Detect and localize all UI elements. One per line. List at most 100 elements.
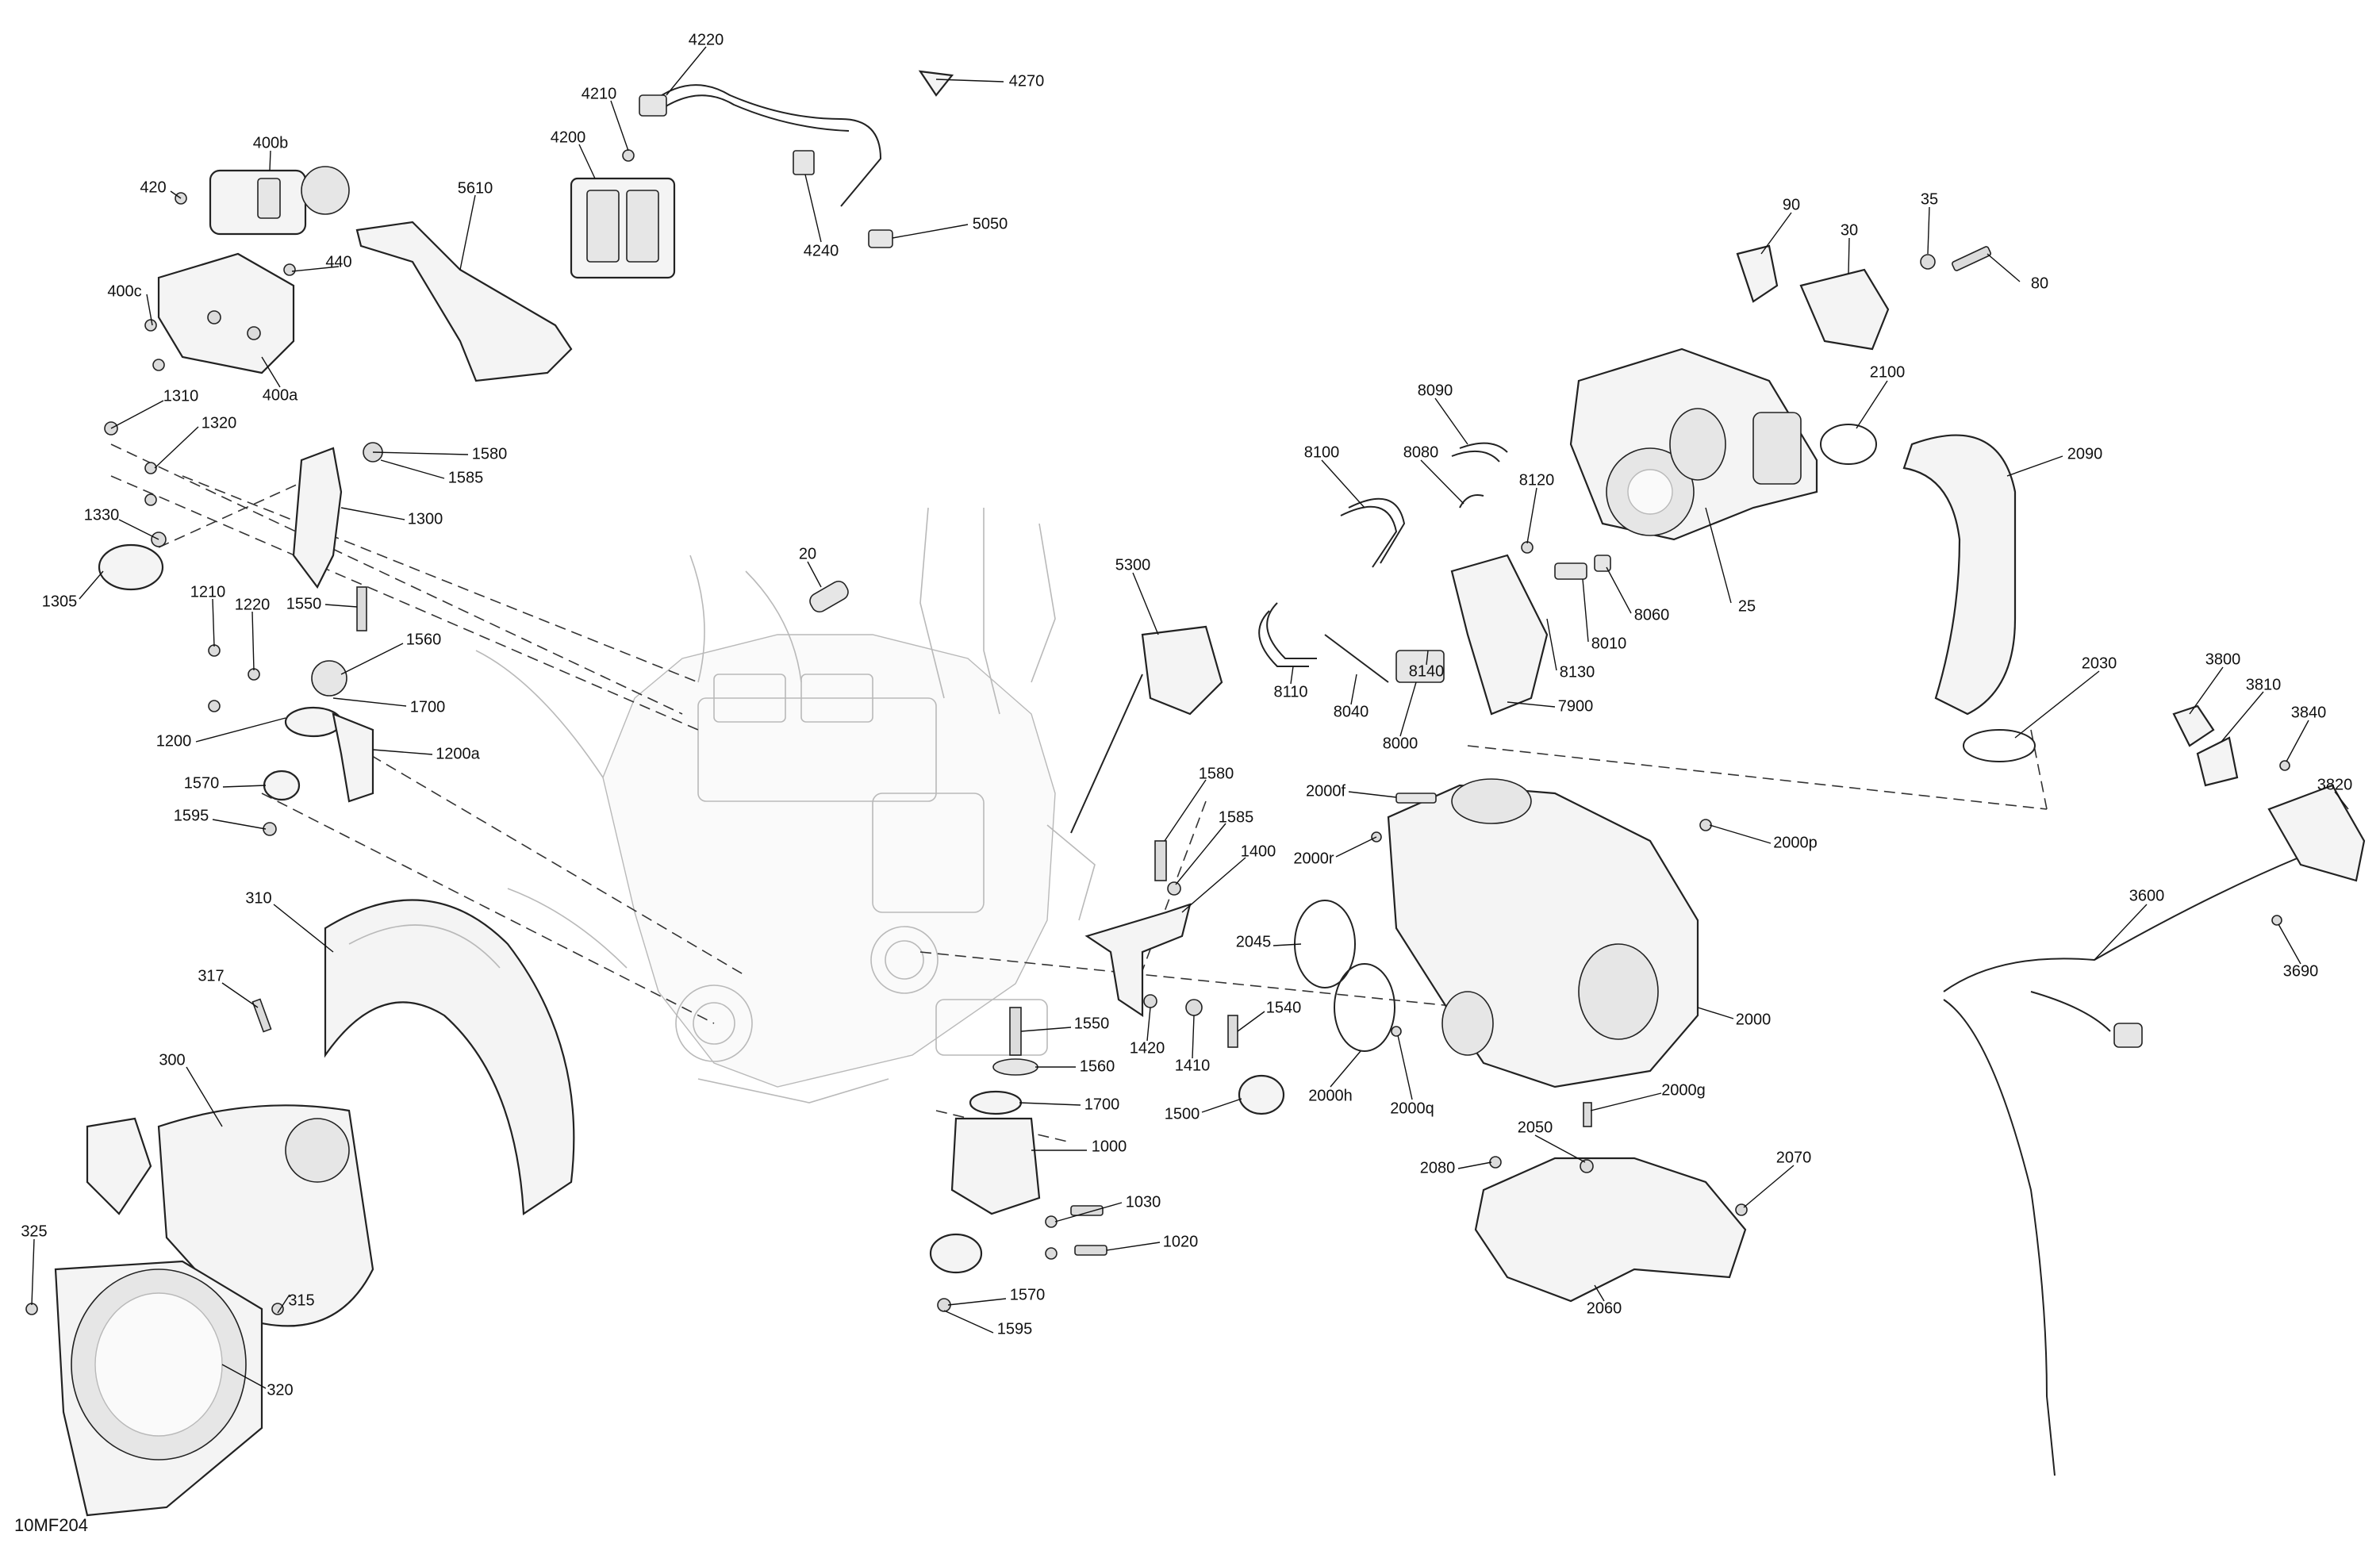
cover-300 (86, 1104, 374, 1327)
part-callout-4210: 4210 (582, 85, 617, 102)
part-callout-400c: 400c (107, 282, 141, 300)
part-callout-2080: 2080 (1420, 1159, 1456, 1176)
mount-1000 (929, 1007, 1107, 1312)
bracket-30-90 (1736, 244, 1992, 351)
part-callout-1020: 1020 (1163, 1233, 1199, 1250)
part-callout-1220: 1220 (235, 596, 271, 613)
part-callout-440: 440 (325, 253, 351, 271)
part-callout-3690: 3690 (2283, 962, 2319, 980)
part-callout-317: 317 (198, 967, 224, 985)
harness-4220 (639, 70, 954, 207)
filter-5300 (1070, 625, 1223, 834)
part-callout-4220: 4220 (689, 31, 724, 48)
part-callout-3840: 3840 (2291, 704, 2327, 721)
sleeve-20 (809, 580, 849, 613)
harness-3600 (1943, 704, 2366, 1476)
part-callout-2000: 2000 (1736, 1011, 1772, 1028)
part-callout-8110: 8110 (1273, 683, 1307, 700)
part-callout-420: 420 (140, 178, 166, 196)
part-callout-4200: 4200 (551, 129, 586, 146)
part-callout-30: 30 (1841, 221, 1858, 239)
part-callout-1305: 1305 (42, 593, 78, 610)
ecm-4200 (570, 149, 676, 279)
part-callout-8090: 8090 (1418, 382, 1453, 399)
clamp-2045 (1294, 900, 1395, 1052)
part-callout-7900: 7900 (1558, 697, 1594, 715)
bracket-400a (157, 252, 295, 374)
part-callout-3820: 3820 (2317, 776, 2353, 793)
connector-4240 (793, 150, 815, 175)
part-callout-1570: 1570 (1010, 1286, 1046, 1303)
part-callout-1200: 1200 (156, 732, 192, 750)
part-callout-2030: 2030 (2082, 654, 2117, 672)
part-callout-1500: 1500 (1165, 1105, 1200, 1123)
engine-ghost-outline (475, 507, 1096, 1104)
part-callout-5300: 5300 (1115, 556, 1151, 574)
part-callout-1210: 1210 (190, 583, 226, 601)
mount-1500 (1143, 994, 1285, 1115)
part-callout-3810: 3810 (2246, 676, 2282, 693)
cover-310 (324, 899, 575, 1215)
part-callout-1200a: 1200a (436, 745, 480, 762)
figure-reference-code: 10MF204 (14, 1515, 88, 1535)
part-callout-4270: 4270 (1009, 72, 1045, 90)
airbox-2000 (1371, 778, 1712, 1088)
part-callout-20: 20 (799, 545, 816, 562)
mount-1305 (98, 532, 167, 591)
part-callout-1595: 1595 (174, 807, 209, 824)
cover-320 (25, 998, 284, 1517)
part-callout-3600: 3600 (2129, 887, 2165, 904)
part-callout-1585: 1585 (1219, 808, 1254, 826)
turbo-25 (1569, 347, 1818, 541)
part-callout-1320: 1320 (202, 414, 237, 432)
leader-lines (31, 46, 2349, 1389)
part-callout-1560: 1560 (406, 631, 442, 648)
part-callout-1030: 1030 (1126, 1193, 1161, 1211)
mount-1400 (1084, 840, 1192, 1018)
part-callout-300: 300 (159, 1051, 185, 1069)
part-callout-8120: 8120 (1519, 471, 1555, 489)
part-callout-1410: 1410 (1175, 1057, 1211, 1074)
mount-1200 (208, 586, 374, 836)
part-callout-5050: 5050 (973, 215, 1008, 232)
part-callout-3800: 3800 (2205, 651, 2241, 668)
assembly-dashed-lines (110, 443, 2048, 1143)
part-callout-320: 320 (267, 1381, 293, 1399)
part-callout-1550: 1550 (1074, 1015, 1110, 1032)
hardware-400 (144, 192, 296, 371)
part-callout-1580: 1580 (1199, 765, 1234, 782)
part-callout-1595: 1595 (997, 1320, 1033, 1338)
part-callout-1570: 1570 (184, 774, 220, 792)
part-callout-1420: 1420 (1130, 1039, 1165, 1057)
part-callout-1300: 1300 (408, 510, 443, 528)
mount-1300 (104, 421, 383, 589)
part-callout-1550: 1550 (286, 595, 322, 612)
part-callout-1585: 1585 (448, 469, 484, 486)
part-callout-8140: 8140 (1409, 662, 1445, 680)
part-callout-2050: 2050 (1518, 1119, 1553, 1136)
part-callout-1310: 1310 (163, 387, 199, 405)
part-callout-1700: 1700 (410, 698, 446, 716)
part-callout-2070: 2070 (1776, 1149, 1812, 1166)
part-callout-2060: 2060 (1587, 1299, 1622, 1317)
part-callout-80: 80 (2031, 274, 2048, 292)
part-callout-2000p: 2000p (1773, 834, 1818, 851)
sensor-5050 (868, 229, 893, 248)
part-callout-1540: 1540 (1266, 999, 1302, 1016)
part-callout-310: 310 (245, 889, 271, 907)
part-callout-2000h: 2000h (1308, 1087, 1353, 1104)
actuator-400b (209, 166, 350, 236)
part-callout-2000q: 2000q (1390, 1100, 1434, 1117)
part-callout-400b: 400b (253, 134, 289, 152)
bracket-5610 (355, 221, 573, 382)
part-callout-2090: 2090 (2067, 445, 2103, 463)
bracket-2060 (1474, 1102, 1748, 1303)
part-callout-2045: 2045 (1236, 933, 1272, 950)
part-callout-8060: 8060 (1634, 606, 1670, 624)
part-callout-8080: 8080 (1403, 443, 1439, 461)
part-callout-90: 90 (1783, 196, 1800, 213)
callout-labels: 420400b440400c400a5610420042104220427042… (21, 31, 2352, 1399)
part-callout-25: 25 (1738, 597, 1756, 615)
part-callout-1400: 1400 (1241, 843, 1276, 860)
part-callout-8100: 8100 (1304, 443, 1340, 461)
